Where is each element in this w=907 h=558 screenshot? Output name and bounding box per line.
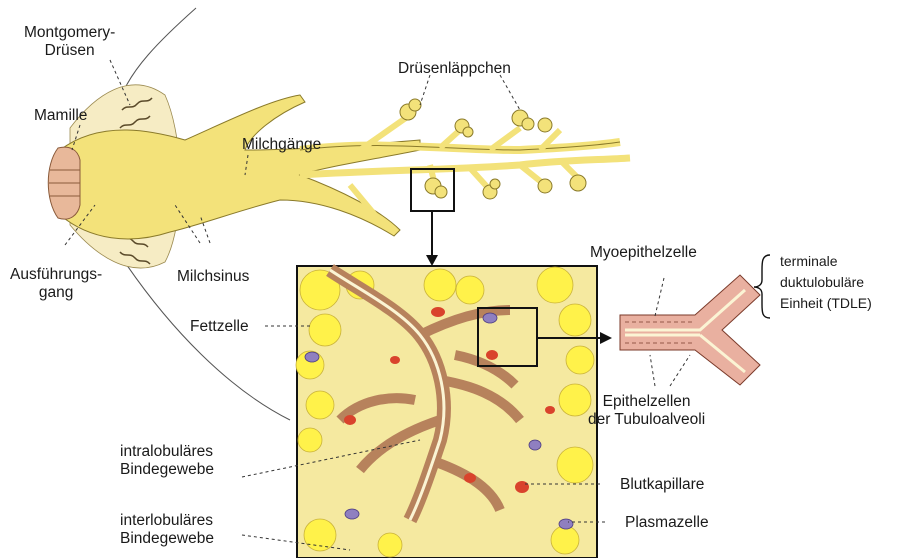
label-fettzelle: Fettzelle bbox=[190, 318, 249, 336]
tdle-inset bbox=[620, 275, 760, 385]
tissue-section bbox=[296, 266, 597, 558]
label-ausfuehrungsgang: Ausführungs-gang bbox=[10, 266, 102, 302]
label-druesenlaeppchen: Drüsenläppchen bbox=[398, 60, 511, 78]
label-montgomery: Montgomery-Drüsen bbox=[24, 24, 115, 60]
label-mamille: Mamille bbox=[34, 107, 87, 125]
label-blutkapillare: Blutkapillare bbox=[620, 476, 704, 494]
tdle-brace bbox=[754, 255, 770, 318]
label-myoepithelzelle: Myoepithelzelle bbox=[590, 244, 697, 262]
label-milchgaenge: Milchgänge bbox=[242, 136, 321, 154]
label-plasmazelle: Plasmazelle bbox=[625, 514, 709, 532]
label-milchsinus: Milchsinus bbox=[177, 268, 249, 286]
